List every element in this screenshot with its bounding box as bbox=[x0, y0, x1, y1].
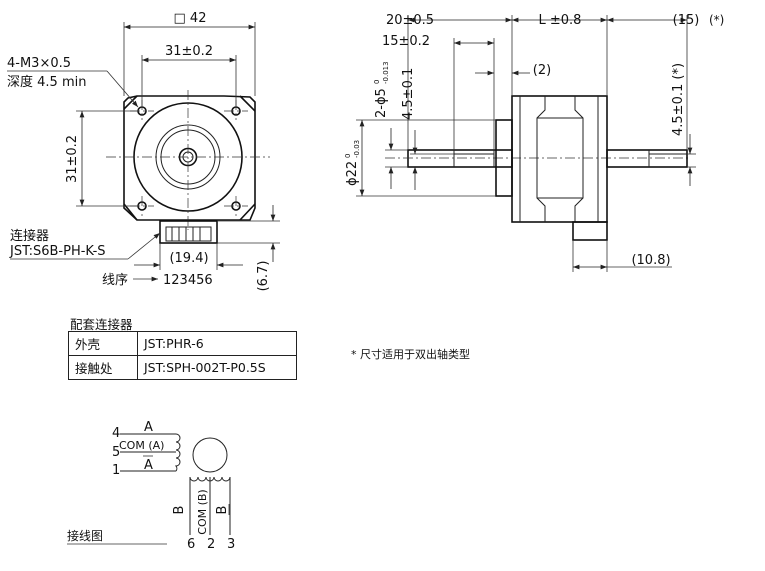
connector-model-label: JST:S6B-PH-K-S bbox=[9, 244, 106, 259]
coil-a bbox=[174, 433, 181, 472]
connector-drawing bbox=[159, 220, 218, 244]
boss-tol-upper: 0 bbox=[344, 154, 352, 158]
hole-pitch-v-label: 31±0.2 bbox=[65, 135, 80, 183]
body-length-label: L ±0.8 bbox=[539, 13, 582, 28]
table-row: 外壳 JST:PHR-6 bbox=[68, 331, 297, 356]
phase-a-bar-label: A bbox=[144, 458, 153, 473]
boss bbox=[495, 119, 513, 197]
motor-body bbox=[511, 95, 608, 223]
shaft-dia-tol-upper: 0 bbox=[373, 80, 381, 84]
pin-4-label: 4 bbox=[112, 426, 120, 441]
table-row: 接触处 JST:SPH-002T-P0.5S bbox=[68, 355, 297, 380]
flat-length-label: 15±0.2 bbox=[382, 34, 430, 49]
connector-height-label: (6.7) bbox=[256, 261, 271, 292]
rear-shaft-length-label: (15) bbox=[673, 13, 700, 28]
front-view: □ 42 31±0.2 31±0.2 4-M3×0.5 深度 4.5 min 连… bbox=[7, 11, 280, 291]
wire-order-value: 123456 bbox=[163, 273, 213, 288]
mounting-holes bbox=[137, 106, 241, 211]
screw-spec-label: 4-M3×0.5 bbox=[7, 56, 71, 71]
boss-dia-label: ϕ22 bbox=[345, 161, 360, 186]
connector-offset-label: (10.8) bbox=[631, 253, 670, 268]
mating-connector-table: 外壳 JST:PHR-6 接触处 JST:SPH-002T-P0.5S bbox=[68, 331, 297, 380]
shaft-dia-label: 2-ϕ5 bbox=[374, 88, 389, 118]
side-view: 20±0.5 15±0.2 L ±0.8 (15) (*) (2) 2-ϕ5 0… bbox=[344, 13, 724, 272]
double-shaft-note: * 尺寸适用于双出轴类型 bbox=[351, 348, 470, 361]
pin-1-label: 1 bbox=[112, 463, 120, 478]
com-b-label: COM (B) bbox=[196, 489, 209, 534]
phase-b-label: B bbox=[172, 506, 187, 515]
table-cell-value: JST:SPH-002T-P0.5S bbox=[137, 355, 297, 380]
shaft-length-label: 20±0.5 bbox=[386, 13, 434, 28]
rear-flat-depth-label: 4.5±0.1 (*) bbox=[671, 63, 686, 136]
wiring-title: 接线图 bbox=[67, 528, 103, 543]
pin-2-label: 2 bbox=[207, 537, 215, 552]
connector-width-label: (19.4) bbox=[169, 251, 208, 266]
screw-depth-label: 深度 4.5 min bbox=[7, 74, 86, 90]
shaft-dia-tol-lower: -0.013 bbox=[382, 61, 390, 84]
table-cell-key: 接触处 bbox=[68, 355, 138, 380]
side-connector bbox=[572, 221, 608, 241]
pin-6-label: 6 bbox=[187, 537, 195, 552]
phase-b-bar-label: B bbox=[215, 506, 230, 515]
boss-tol-lower: -0.03 bbox=[353, 140, 361, 158]
flat-depth-label: 4.5±0.1 bbox=[401, 68, 416, 120]
wire-order-label: 线序 bbox=[102, 273, 128, 288]
pin-3-label: 3 bbox=[227, 537, 235, 552]
rear-shaft bbox=[606, 149, 688, 168]
phase-a-label: A bbox=[144, 420, 153, 435]
wiring-diagram: A 4 5 1 COM (A) A B COM (B) B 6 2 3 接线图 bbox=[67, 420, 235, 552]
rotor-symbol bbox=[192, 437, 228, 473]
com-a-label: COM (A) bbox=[119, 439, 164, 452]
hole-pitch-h-label: 31±0.2 bbox=[165, 44, 213, 59]
rear-shaft-mark: (*) bbox=[709, 13, 724, 27]
connector-label: 连接器 bbox=[10, 228, 49, 244]
flange-size-label: □ 42 bbox=[174, 11, 207, 26]
mating-connector-title: 配套连接器 bbox=[70, 317, 133, 332]
pin-5-label: 5 bbox=[112, 445, 120, 460]
table-cell-key: 外壳 bbox=[68, 331, 138, 356]
gap-label: (2) bbox=[533, 63, 551, 78]
table-cell-value: JST:PHR-6 bbox=[137, 331, 297, 356]
